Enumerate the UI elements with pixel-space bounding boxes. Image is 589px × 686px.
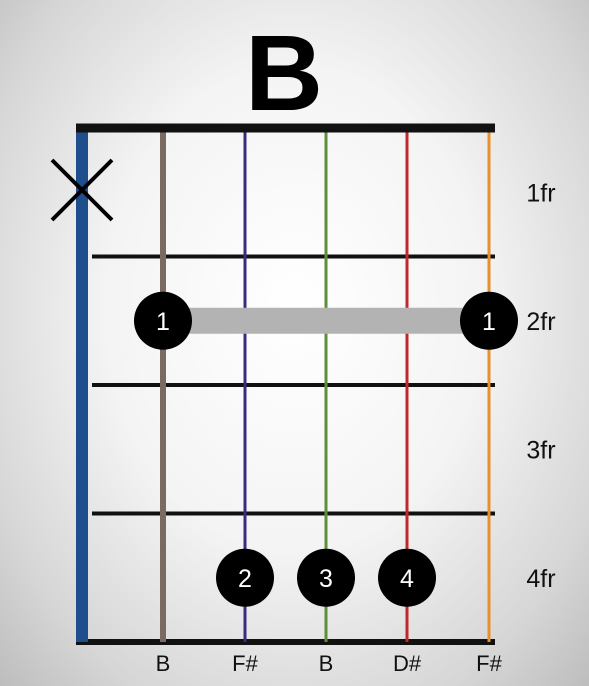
- finger-dot: [297, 548, 355, 607]
- string-note-label: F#: [476, 651, 502, 676]
- finger-dot: [134, 291, 192, 350]
- string-note-label: B: [156, 651, 171, 676]
- string-note-label: B: [319, 651, 334, 676]
- finger-number: 1: [482, 308, 496, 336]
- finger-dot: [460, 291, 518, 350]
- fret-label: 1fr: [526, 179, 555, 207]
- fret-label: 4fr: [526, 565, 555, 593]
- fret-label: 3fr: [526, 436, 555, 464]
- chord-title: B: [245, 12, 323, 133]
- fret-label: 2fr: [526, 308, 555, 336]
- string-note-label: D#: [393, 651, 422, 676]
- finger-number: 4: [400, 565, 414, 593]
- muted-string-icon: [50, 158, 114, 222]
- finger-number: 3: [319, 565, 333, 593]
- string-note-label: F#: [232, 651, 258, 676]
- finger-number: 1: [156, 308, 170, 336]
- finger-number: 2: [238, 565, 252, 593]
- finger-dot: [216, 548, 274, 607]
- finger-dot: [378, 548, 436, 607]
- barre: [163, 307, 489, 334]
